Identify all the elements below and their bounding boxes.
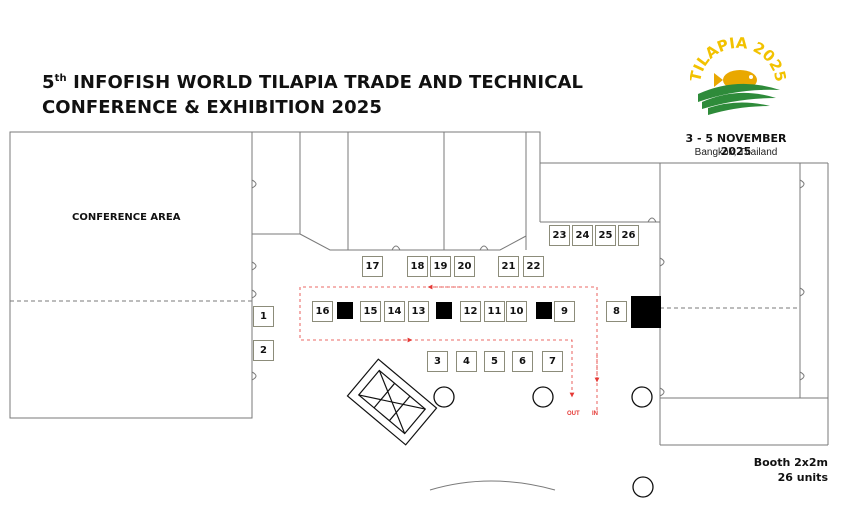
booth-6[interactable]: 6 bbox=[512, 351, 533, 372]
conference-area-label: CONFERENCE AREA bbox=[72, 212, 181, 223]
round-table bbox=[433, 386, 455, 408]
booth-18[interactable]: 18 bbox=[407, 256, 428, 277]
pillar bbox=[631, 296, 661, 328]
pillar bbox=[337, 302, 353, 319]
round-tables bbox=[433, 386, 654, 498]
booth-12[interactable]: 12 bbox=[460, 301, 481, 322]
booth-11[interactable]: 11 bbox=[484, 301, 505, 322]
booth-20[interactable]: 20 bbox=[454, 256, 475, 277]
booth-10[interactable]: 10 bbox=[506, 301, 527, 322]
booth-23[interactable]: 23 bbox=[549, 225, 570, 246]
booth-24[interactable]: 24 bbox=[572, 225, 593, 246]
walls bbox=[9, 131, 829, 491]
title-line-1: 5th INFOFISH WORLD TILAPIA TRADE AND TEC… bbox=[42, 72, 584, 93]
booth-19[interactable]: 19 bbox=[430, 256, 451, 277]
flow-in-label: IN bbox=[592, 411, 598, 417]
tilapia-2025-logo: TILAPIA 2025 bbox=[690, 36, 786, 115]
booth-3[interactable]: 3 bbox=[427, 351, 448, 372]
pillar bbox=[536, 302, 552, 319]
booth-13[interactable]: 13 bbox=[408, 301, 429, 322]
booth-8[interactable]: 8 bbox=[606, 301, 627, 322]
round-table bbox=[631, 386, 653, 408]
event-location: Bangkok, Thailand bbox=[694, 147, 778, 158]
booth-size-text: Booth 2x2m bbox=[753, 456, 828, 469]
booth-2[interactable]: 2 bbox=[253, 340, 274, 361]
booth-26[interactable]: 26 bbox=[618, 225, 639, 246]
booth-4[interactable]: 4 bbox=[456, 351, 477, 372]
flow-out-label: OUT bbox=[567, 411, 580, 417]
booth-22[interactable]: 22 bbox=[523, 256, 544, 277]
visitor-flow-path bbox=[299, 284, 600, 410]
escalator bbox=[346, 358, 438, 446]
title-line-2: CONFERENCE & EXHIBITION 2025 bbox=[42, 97, 382, 118]
booth-16[interactable]: 16 bbox=[312, 301, 333, 322]
round-table bbox=[632, 476, 654, 498]
pillar bbox=[436, 302, 452, 319]
round-table bbox=[532, 386, 554, 408]
booth-21[interactable]: 21 bbox=[498, 256, 519, 277]
booth-9[interactable]: 9 bbox=[554, 301, 575, 322]
booth-5[interactable]: 5 bbox=[484, 351, 505, 372]
booth-14[interactable]: 14 bbox=[384, 301, 405, 322]
booth-7[interactable]: 7 bbox=[542, 351, 563, 372]
booth-17[interactable]: 17 bbox=[362, 256, 383, 277]
map-title: 5th INFOFISH WORLD TILAPIA TRADE AND TEC… bbox=[42, 70, 583, 120]
booth-count-text: 26 units bbox=[777, 471, 828, 484]
booth-legend: Booth 2x2m 26 units bbox=[754, 455, 828, 485]
booth-25[interactable]: 25 bbox=[595, 225, 616, 246]
booth-15[interactable]: 15 bbox=[360, 301, 381, 322]
event-dates: 3 - 5 NOVEMBER 2025 bbox=[685, 132, 787, 158]
booth-1[interactable]: 1 bbox=[253, 306, 274, 327]
